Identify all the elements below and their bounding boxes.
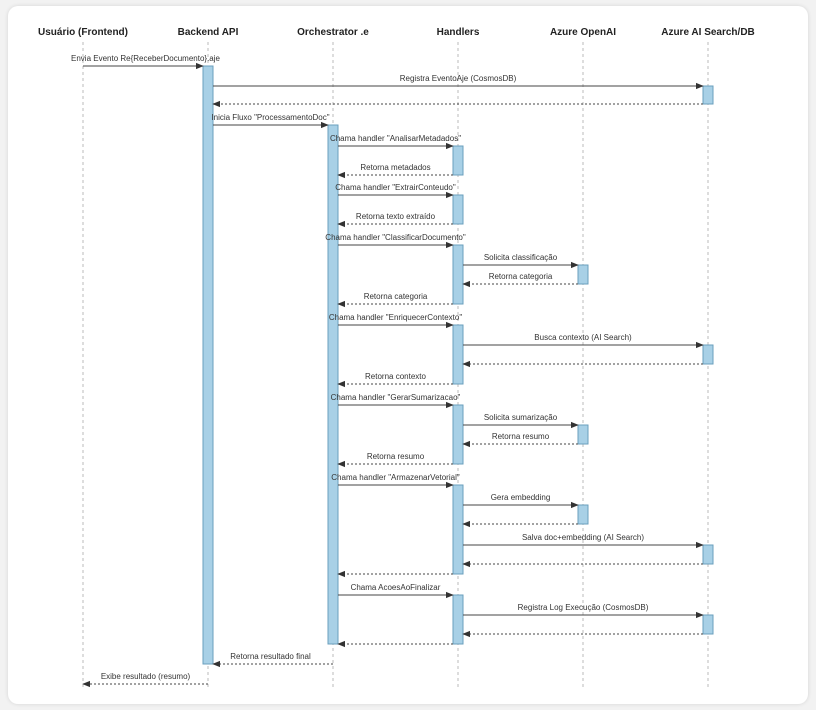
message-label: Inicia Fluxo "ProcessamentoDoc" (211, 113, 329, 122)
message-label: Chama handler "AnalisarMetadados" (330, 134, 461, 143)
participant-header: Azure AI Search/DB (661, 27, 755, 38)
activation-bar (577, 424, 589, 445)
activation-bar (577, 264, 589, 285)
message-label: Retorna texto extraído (356, 212, 436, 221)
activation-bar (327, 124, 339, 645)
message-label: Retorna contexto (365, 372, 426, 381)
message-label: Retorna metadados (360, 163, 430, 172)
activation-bar (702, 85, 714, 105)
activation-bar (702, 344, 714, 365)
activation-bar (452, 484, 464, 575)
activation-bar (452, 324, 464, 385)
message-label: Chama handler "ExtrairConteudo" (335, 183, 456, 192)
participant-header: Usuário (Frontend) (38, 27, 128, 38)
participant-header: Handlers (437, 27, 480, 38)
message-label: Chama handler "GerarSumarizacao" (331, 393, 461, 402)
message-label: Gera embedding (491, 493, 551, 502)
diagram-card (8, 6, 808, 704)
message-label: Retorna categoria (364, 292, 428, 301)
message-label: Chama handler "ClassificarDocumento" (325, 233, 466, 242)
message-label: Salva doc+embedding (AI Search) (522, 533, 644, 542)
activation-bar (702, 614, 714, 635)
activation-bar (452, 404, 464, 465)
message-label: Chama handler "EnriquecerContexto" (329, 313, 462, 322)
message-label: Envia Evento Re{ReceberDocumento}.aje (71, 54, 221, 63)
message-label: Chama AcoesAoFinalizar (351, 583, 441, 592)
activation-bar (702, 544, 714, 565)
activation-bar (452, 194, 464, 225)
message-label: Retorna resumo (492, 432, 550, 441)
message-label: Retorna resumo (367, 452, 425, 461)
message-label: Registra Log Execução (CosmosDB) (518, 603, 649, 612)
message-label: Exibe resultado (resumo) (101, 672, 191, 681)
activation-bar (577, 504, 589, 525)
participant-header: Orchestrator .e (297, 27, 369, 38)
participant-header: Backend API (178, 27, 239, 38)
message-label: Retorna resultado final (230, 652, 311, 661)
activation-bar (452, 244, 464, 305)
activation-bar (452, 145, 464, 176)
message-label: Solicita classificação (484, 253, 558, 262)
message-label: Chama handler "ArmazenarVetorial" (331, 473, 460, 482)
message-label: Retorna categoria (489, 272, 553, 281)
message-label: Solicita sumarização (484, 413, 558, 422)
activation-bar (202, 65, 214, 665)
message-label: Registra EventoAje (CosmosDB) (400, 74, 517, 83)
participant-header: Azure OpenAI (550, 27, 616, 38)
activation-bar (452, 594, 464, 645)
message-label: Busca contexto (AI Search) (534, 333, 632, 342)
